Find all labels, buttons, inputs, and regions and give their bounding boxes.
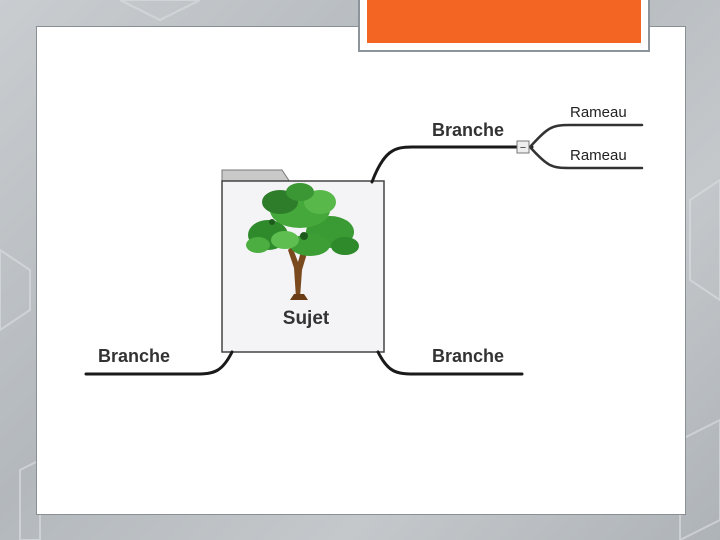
twig-label-2[interactable]: Rameau bbox=[570, 147, 627, 164]
card-tab bbox=[222, 170, 290, 182]
branch-label-bottom-left[interactable]: Branche bbox=[98, 346, 170, 366]
connector-twig-1 bbox=[530, 125, 642, 147]
collapse-toggle-button[interactable]: − bbox=[517, 141, 529, 154]
twig-label-1[interactable]: Rameau bbox=[570, 104, 627, 121]
collapse-icon: − bbox=[520, 142, 526, 154]
branch-label-top-right[interactable]: Branche bbox=[432, 120, 504, 140]
central-topic-label: Sujet bbox=[283, 308, 330, 329]
central-topic[interactable]: Sujet bbox=[222, 170, 384, 352]
connector-top-right bbox=[372, 147, 532, 182]
branch-label-bottom-right[interactable]: Branche bbox=[432, 346, 504, 366]
